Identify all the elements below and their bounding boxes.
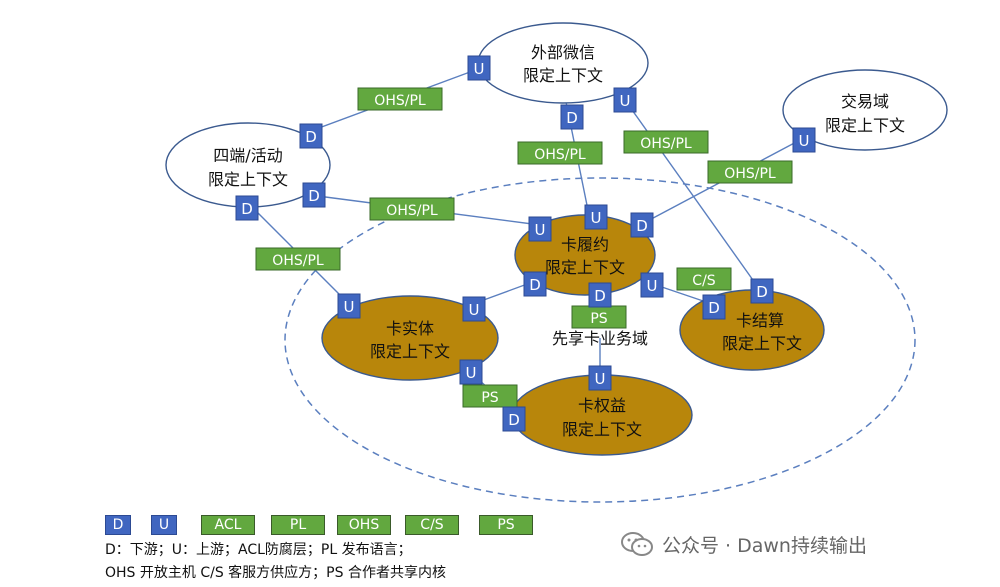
tag-ps-equity-text: PS: [481, 390, 498, 406]
tag-cs-text: C/S: [692, 273, 715, 289]
context-trade-line2: 限定上下文: [825, 116, 905, 135]
badge-d-fulfill-bottom: [588, 282, 612, 308]
badge-d-equity-left: [502, 406, 526, 432]
tag-ps-equity: [462, 384, 518, 408]
legend-pl: PL: [271, 515, 325, 535]
context-fulfill-line1: 卡履约: [561, 235, 609, 254]
badge-u-fulfill-top: [584, 204, 608, 230]
tag-ps-fulfill-text: PS: [590, 311, 607, 327]
badge-u-fulfill-left: [528, 216, 552, 242]
domain-boundary: [284, 177, 916, 503]
badge-u-wechat-right-text: U: [620, 92, 631, 110]
tag-ohs-pl-wechat-settle: [623, 130, 709, 154]
tag-ohs-pl-terminal-fulfill: [369, 197, 455, 221]
badge-d-terminal-right-text: D: [308, 187, 320, 205]
legend-ohs: OHS: [337, 515, 391, 535]
badge-u-wechat-left-text: U: [474, 60, 485, 78]
badge-d-fulfill-lower-left: [523, 271, 547, 297]
badge-d-terminal-top: [299, 123, 323, 149]
legend-acl: ACL: [201, 515, 255, 535]
tag-ohs-pl-wechat-settle-text: OHS/PL: [640, 136, 692, 152]
legend: D U ACL PL OHS C/S PS D：下游；U：上游；ACL防腐层；P…: [105, 512, 625, 584]
context-trade-line1: 交易域: [841, 92, 889, 111]
legend-swatches: D U ACL PL OHS C/S PS: [105, 512, 625, 538]
badge-d-terminal-top-text: D: [305, 128, 317, 146]
direction-badges: U D U U D D D U U D D D U D D U U: [235, 55, 816, 432]
badge-d-terminal-bottom: [235, 195, 259, 221]
tag-ohs-pl-terminal-fulfill-text: OHS/PL: [386, 203, 438, 219]
tag-ohs-pl-wechat-terminal: [357, 87, 443, 111]
context-settle-line1: 卡结算: [736, 311, 784, 330]
badge-u-wechat-left: [467, 55, 491, 81]
badge-d-settle-left: [702, 294, 726, 320]
legend-line-1: D：下游；U：上游；ACL防腐层；PL 发布语言；: [105, 542, 412, 558]
context-fulfill-line2: 限定上下文: [545, 258, 625, 277]
badge-u-entity-top-text: U: [344, 298, 355, 316]
wechat-icon: [621, 532, 653, 556]
badge-u-trade: [792, 127, 816, 153]
badge-u-fulfill-left-text: U: [535, 221, 546, 239]
context-equity-line2: 限定上下文: [562, 420, 642, 439]
badge-d-wechat-bottom-text: D: [566, 109, 578, 127]
context-entity-line2: 限定上下文: [370, 342, 450, 361]
context-settle-line2: 限定上下文: [722, 334, 802, 353]
badge-u-fulfill-top-text: U: [591, 209, 602, 227]
badge-u-fulfill-lower-right-text: U: [647, 277, 658, 295]
badge-d-terminal-right: [302, 182, 326, 208]
tag-ohs-pl-terminal-entity: [255, 247, 341, 271]
tag-ohs-pl-wechat-fulfill-text: OHS/PL: [534, 147, 586, 163]
tag-cs: [676, 267, 732, 291]
badge-u-entity-right: [462, 296, 486, 322]
tag-ohs-pl-wechat-fulfill: [517, 141, 603, 165]
context-terminal-line1: 四端/活动: [213, 146, 282, 165]
badge-u-equity-top: [588, 365, 612, 391]
legend-d: D: [105, 515, 131, 535]
domain-label: 先享卡业务域: [552, 329, 648, 348]
context-equity-line1: 卡权益: [578, 396, 626, 415]
legend-cs: C/S: [405, 515, 459, 535]
badge-u-fulfill-lower-right: [640, 272, 664, 298]
badge-d-fulfill-bottom-text: D: [594, 287, 606, 305]
tag-ohs-pl-terminal-entity-text: OHS/PL: [272, 253, 324, 269]
legend-u: U: [151, 515, 177, 535]
badge-u-entity-top: [337, 293, 361, 319]
context-wechat-line1: 外部微信: [531, 43, 595, 62]
watermark-text: 公众号 · Dawn持续输出: [662, 534, 867, 557]
badge-d-settle-top: [750, 278, 774, 304]
badge-d-fulfill-right-text: D: [636, 217, 648, 235]
badge-d-terminal-bottom-text: D: [241, 200, 253, 218]
pattern-tags: OHS/PL OHS/PL OHS/PL OHS/PL OHS/PL OHS/P…: [255, 87, 793, 408]
tag-ohs-pl-wechat-terminal-text: OHS/PL: [374, 93, 426, 109]
context-trade: [782, 69, 948, 151]
context-entity: [321, 295, 499, 381]
badge-d-settle-left-text: D: [708, 299, 720, 317]
badge-u-entity-bottom: [459, 359, 483, 385]
legend-line-2: OHS 开放主机 C/S 客服方供应方；PS 合作者共享内核: [105, 565, 446, 581]
badge-u-trade-text: U: [799, 132, 810, 150]
tag-ohs-pl-trade-text: OHS/PL: [724, 166, 776, 182]
tag-ohs-pl-trade: [707, 160, 793, 184]
legend-ps: PS: [479, 515, 533, 535]
watermark: 公众号 · Dawn持续输出: [620, 530, 867, 558]
badge-d-fulfill-lower-left-text: D: [529, 276, 541, 294]
context-wechat-line2: 限定上下文: [523, 66, 603, 85]
badge-u-entity-right-text: U: [469, 301, 480, 319]
badge-d-wechat-bottom: [560, 104, 584, 130]
badge-d-equity-left-text: D: [508, 411, 520, 429]
badge-u-wechat-right: [613, 87, 637, 113]
context-terminal-line2: 限定上下文: [208, 170, 288, 189]
badge-d-settle-top-text: D: [756, 283, 768, 301]
badge-u-equity-top-text: U: [595, 370, 606, 388]
context-entity-line1: 卡实体: [386, 319, 434, 338]
badge-u-entity-bottom-text: U: [466, 364, 477, 382]
badge-d-fulfill-right: [630, 212, 654, 238]
